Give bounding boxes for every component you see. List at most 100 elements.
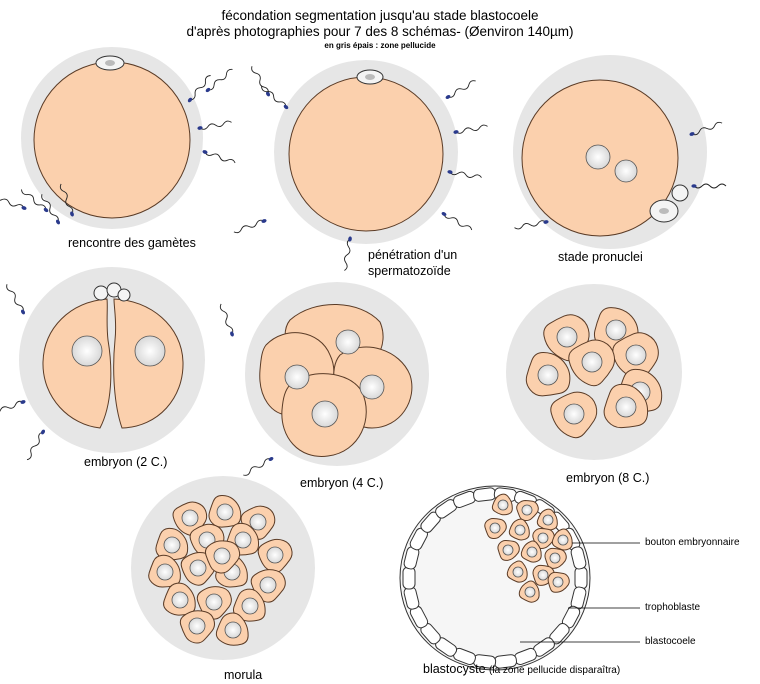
- sperm-head: [689, 132, 695, 136]
- sperm-tail: [455, 124, 488, 134]
- stage-morula: [131, 476, 315, 660]
- nucleus: [71, 335, 103, 367]
- sperm-tail: [251, 66, 269, 95]
- nucleus: [134, 335, 166, 367]
- trophoblast-cell: [402, 566, 416, 590]
- sperm: [445, 80, 476, 100]
- sperm-head: [265, 91, 271, 97]
- sperm-head: [268, 456, 274, 462]
- sperm-tail: [204, 151, 236, 164]
- title-line-3: en gris épais : zone pellucide: [324, 41, 436, 50]
- sperm-tail: [261, 86, 287, 108]
- nucleus: [188, 617, 206, 635]
- sperm: [261, 86, 289, 110]
- nucleus: [156, 563, 174, 581]
- nucleus: [216, 503, 234, 521]
- caption-penetration-2: spermatozoïde: [368, 264, 451, 278]
- nucleus: [537, 364, 559, 386]
- sperm-tail: [443, 213, 473, 231]
- sperm: [691, 183, 727, 189]
- sperm-head: [283, 104, 289, 110]
- sperm-tail: [0, 400, 24, 412]
- sperm-head: [202, 150, 208, 154]
- sperm: [6, 284, 26, 315]
- sperm-tail: [219, 303, 234, 335]
- sperm-head: [187, 97, 193, 103]
- sperm-tail: [21, 189, 47, 211]
- sperm-head: [348, 236, 352, 242]
- nucleus: [311, 400, 339, 428]
- sperm-head: [40, 429, 46, 435]
- nucleus: [537, 569, 549, 581]
- nucleus: [524, 586, 536, 598]
- nucleus: [557, 534, 569, 546]
- nucleus: [625, 344, 647, 366]
- nucleus: [556, 326, 578, 348]
- nucleus: [259, 576, 277, 594]
- sperm: [689, 121, 723, 136]
- sperm-tail: [233, 219, 265, 234]
- sperm-head: [43, 207, 49, 213]
- label-trophoblaste: trophoblaste: [645, 602, 701, 613]
- caption-penetration-1: pénétration d'un: [368, 248, 458, 262]
- oocyte: [33, 61, 191, 219]
- sperm: [219, 303, 234, 337]
- sperm-head: [447, 170, 453, 174]
- sperm-tail: [243, 458, 272, 476]
- sperm: [0, 400, 26, 412]
- sperm: [21, 189, 49, 213]
- sperm-tail: [59, 183, 74, 215]
- nucleus: [284, 364, 310, 390]
- nucleus: [241, 597, 259, 615]
- sperm: [197, 120, 232, 130]
- sperm: [251, 66, 271, 97]
- nucleus: [234, 531, 252, 549]
- nucleus: [514, 524, 526, 536]
- trophoblast-cell: [574, 566, 588, 590]
- sperm: [243, 456, 274, 476]
- sperm: [26, 429, 46, 461]
- caption-blastocyst: blastocyste (la zone pellucide disparaît…: [423, 662, 620, 676]
- nucleus: [521, 504, 533, 516]
- nucleus: [189, 559, 207, 577]
- title-line-1: fécondation segmentation jusqu'au stade …: [221, 8, 539, 23]
- sperm-tail: [693, 183, 727, 189]
- sperm: [202, 150, 236, 164]
- sperm: [453, 124, 488, 134]
- nucleus: [526, 546, 538, 558]
- sperm-tail: [26, 431, 44, 461]
- caption-gametes: rencontre des gamètes: [68, 236, 196, 250]
- label-leaders: [520, 542, 640, 643]
- sperm: [41, 194, 61, 225]
- nucleus: [359, 374, 385, 400]
- caption-blastocyst-main: blastocyste: [423, 662, 486, 676]
- caption-embryo-4c: embryon (4 C.): [300, 476, 384, 490]
- polar-body: [93, 285, 109, 301]
- sperm-head: [70, 211, 74, 217]
- nucleus: [335, 329, 361, 355]
- inner-cell-mass: [484, 493, 573, 603]
- title-line-2: d'après photographies pour 7 des 8 schém…: [186, 24, 574, 39]
- sperm: [233, 219, 267, 234]
- sperm-cells: [0, 66, 727, 476]
- polar-body: [671, 184, 689, 202]
- nucleus: [489, 522, 501, 534]
- nucleus: [181, 509, 199, 527]
- trophoblast-cell: [473, 487, 497, 502]
- polar-body: [117, 288, 131, 302]
- trophoblast-cell: [570, 546, 587, 570]
- pronucleus: [614, 159, 638, 183]
- nucleus: [497, 499, 509, 511]
- caption-morula: morula: [224, 668, 263, 682]
- nucleus: [213, 547, 231, 565]
- nucleus: [542, 514, 554, 526]
- sperm: [187, 75, 211, 103]
- nucleus: [224, 621, 242, 639]
- sperm-tail: [41, 194, 59, 223]
- sperm-head: [441, 211, 447, 217]
- sperm-tail: [344, 238, 351, 271]
- sperm-head: [197, 126, 203, 130]
- sperm-head: [543, 220, 549, 224]
- sperm: [441, 211, 473, 231]
- nucleus: [171, 591, 189, 609]
